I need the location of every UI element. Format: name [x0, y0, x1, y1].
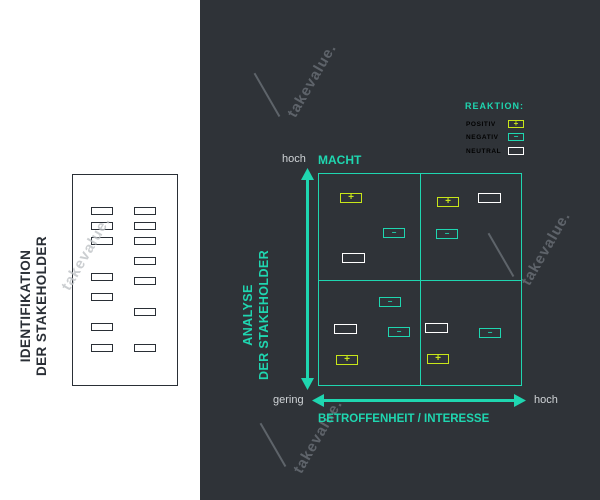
- x-axis-arrow-left-icon: [312, 394, 324, 407]
- legend-title: REAKTION:: [465, 101, 524, 111]
- document-entry: [134, 207, 156, 215]
- minus-icon: −: [444, 229, 450, 238]
- document-entry: [91, 293, 113, 301]
- identification-label-line2: DER STAKEHOLDER: [34, 236, 49, 377]
- stakeholder-neutral: [478, 193, 501, 203]
- identification-label: IDENTIFIKATION DER STAKEHOLDER: [18, 226, 50, 386]
- stakeholder-neutral: [334, 324, 357, 334]
- x-axis-line: [318, 399, 520, 402]
- document-entry: [91, 237, 113, 245]
- stakeholder-positive: +: [427, 354, 449, 364]
- y-axis-arrow-down-icon: [301, 378, 314, 390]
- minus-icon: −: [387, 297, 393, 306]
- matrix-horizontal-divider: [318, 280, 522, 281]
- stakeholder-neutral: [342, 253, 365, 263]
- document-entry: [134, 277, 156, 285]
- stakeholder-positive: +: [437, 197, 459, 207]
- x-axis-title: BETROFFENHEIT / INTERESSE: [318, 413, 490, 425]
- analysis-label: ANALYSE DER STAKEHOLDER: [240, 242, 272, 388]
- plus-icon: +: [513, 119, 519, 128]
- document-entry: [134, 237, 156, 245]
- stakeholder-positive: +: [340, 193, 362, 203]
- document-entry: [134, 257, 156, 265]
- x-axis-low-label: gering: [273, 394, 304, 406]
- document-entry: [91, 207, 113, 215]
- identification-label-line1: IDENTIFIKATION: [18, 249, 33, 363]
- document-entry: [134, 222, 156, 230]
- document-entry: [134, 308, 156, 316]
- document-entry: [91, 273, 113, 281]
- analysis-label-line2: DER STAKEHOLDER: [257, 249, 271, 381]
- identification-panel: [0, 0, 200, 500]
- plus-icon: +: [435, 353, 441, 364]
- stakeholder-neutral: [425, 323, 448, 333]
- stakeholder-negative: −: [479, 328, 501, 338]
- x-axis-high-label: hoch: [534, 394, 558, 406]
- stakeholder-negative: −: [436, 229, 458, 239]
- legend-negative-icon: −: [508, 133, 524, 141]
- legend-label-positive: POSITIV: [466, 121, 496, 128]
- document-entry: [91, 323, 113, 331]
- analysis-label-line1: ANALYSE: [241, 284, 255, 346]
- stakeholder-negative: −: [383, 228, 405, 238]
- y-axis-arrow-up-icon: [301, 168, 314, 180]
- legend-label-neutral: NEUTRAL: [466, 148, 502, 155]
- legend-positive-icon: +: [508, 120, 524, 128]
- legend-label-negative: NEGATIV: [466, 134, 499, 141]
- plus-icon: +: [348, 192, 354, 203]
- document-entry: [91, 222, 113, 230]
- legend-neutral-icon: [508, 147, 524, 155]
- plus-icon: +: [344, 354, 350, 365]
- plus-icon: +: [445, 196, 451, 207]
- y-axis-title: MACHT: [318, 153, 362, 167]
- stakeholder-list-document: [72, 174, 178, 386]
- document-entry: [134, 344, 156, 352]
- stakeholder-positive: +: [336, 355, 358, 365]
- y-axis-high-label: hoch: [282, 153, 306, 165]
- minus-icon: −: [396, 327, 402, 336]
- stakeholder-negative: −: [379, 297, 401, 307]
- x-axis-arrow-right-icon: [514, 394, 526, 407]
- analysis-panel: [200, 0, 600, 500]
- minus-icon: −: [487, 328, 493, 337]
- minus-icon: −: [513, 132, 519, 141]
- minus-icon: −: [391, 228, 397, 237]
- stakeholder-negative: −: [388, 327, 410, 337]
- document-entry: [91, 344, 113, 352]
- matrix-vertical-divider: [420, 173, 421, 386]
- y-axis-line: [306, 178, 309, 382]
